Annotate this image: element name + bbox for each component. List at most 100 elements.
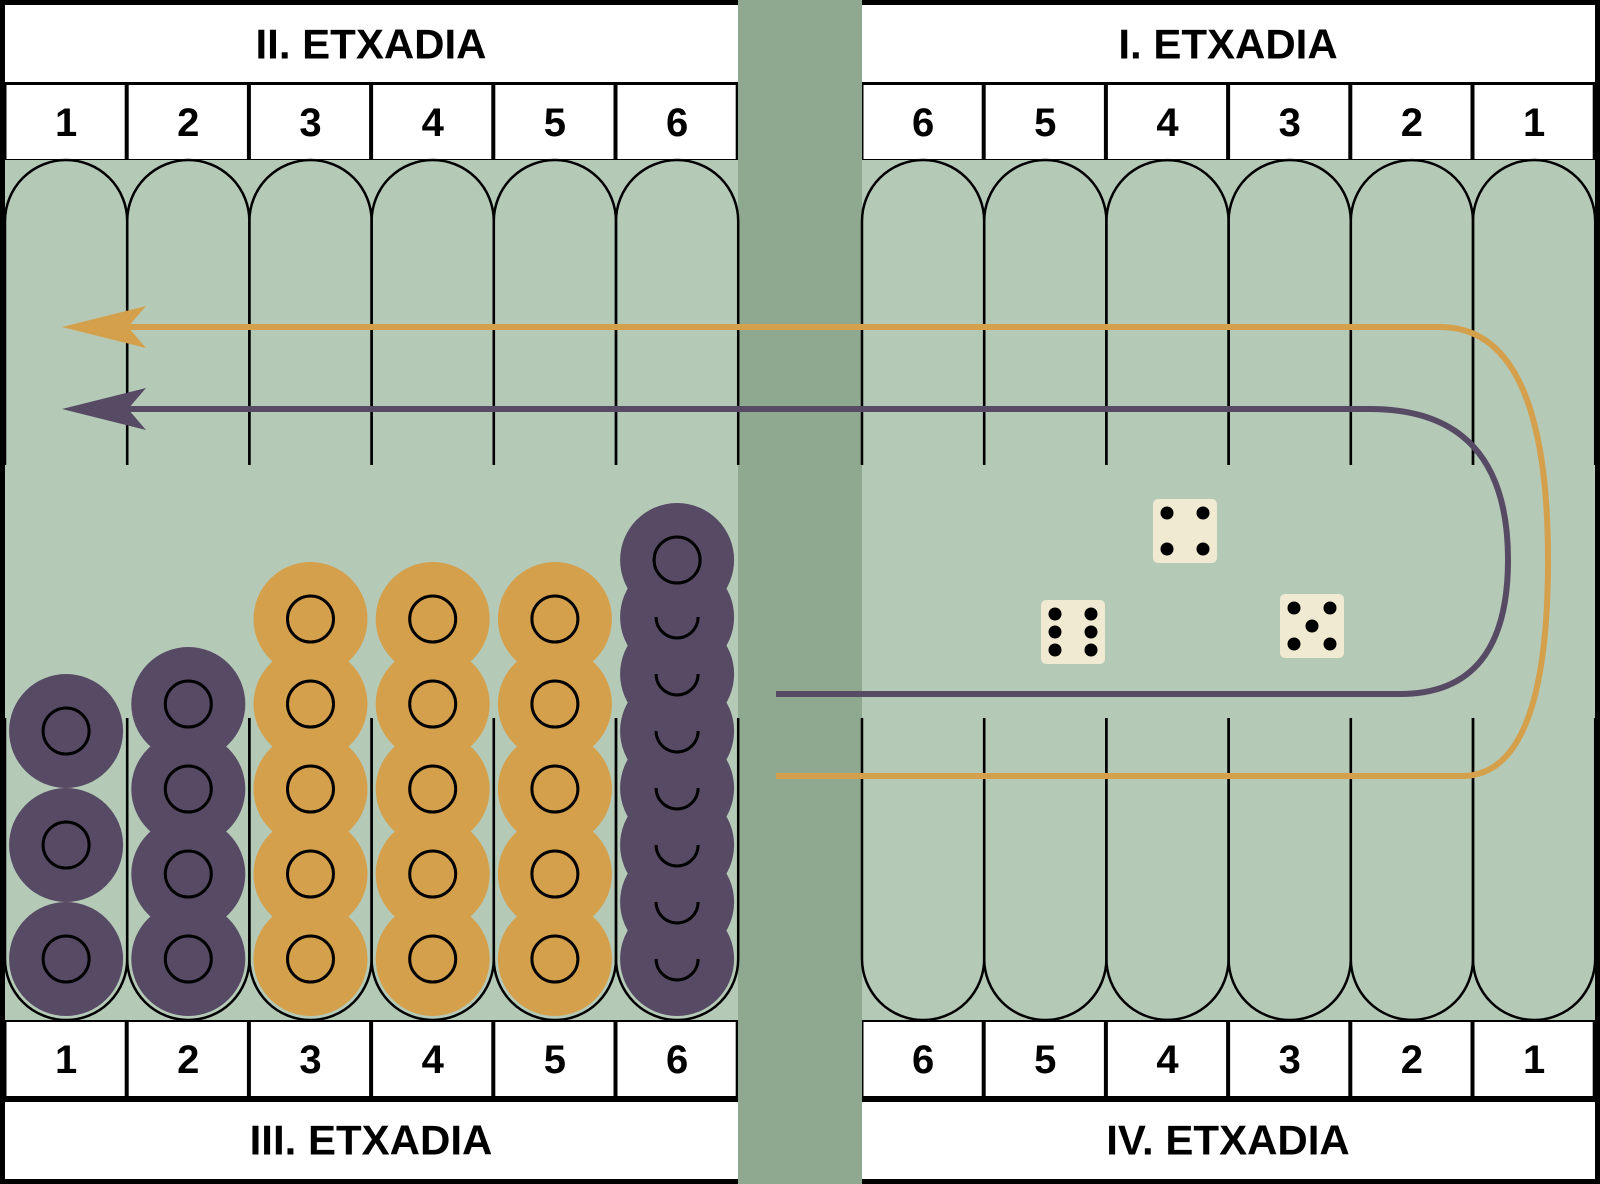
board-point-top[interactable] bbox=[370, 158, 496, 465]
board-point-top[interactable] bbox=[614, 158, 740, 465]
board-point-bottom[interactable] bbox=[125, 718, 251, 1022]
point-number-cell bbox=[495, 85, 614, 159]
point-number-cell bbox=[1107, 85, 1227, 159]
title-band-top-right bbox=[862, 5, 1595, 82]
point-number-label: 4 bbox=[422, 101, 445, 145]
board-point-bottom[interactable] bbox=[982, 718, 1108, 1022]
die-pip bbox=[1160, 542, 1174, 556]
purple-arrowhead-icon bbox=[62, 388, 146, 430]
orange-checker[interactable] bbox=[375, 902, 490, 1016]
purple-checker[interactable] bbox=[9, 788, 124, 902]
board-point-top[interactable] bbox=[248, 158, 373, 465]
point-number-cell bbox=[1352, 85, 1471, 159]
purple-checker[interactable] bbox=[9, 902, 124, 1016]
die-pip bbox=[1196, 542, 1210, 556]
point-number-cell bbox=[863, 1022, 982, 1096]
board-point-bottom[interactable] bbox=[1227, 718, 1353, 1022]
point-number-cell bbox=[495, 1022, 614, 1096]
purple-checker[interactable] bbox=[9, 674, 124, 788]
orange-checker[interactable] bbox=[253, 817, 368, 931]
point-number-cell bbox=[250, 85, 370, 159]
die-1[interactable] bbox=[1153, 499, 1217, 563]
orange-checker[interactable] bbox=[375, 817, 490, 931]
orange-checker[interactable] bbox=[497, 647, 612, 761]
board-point-top[interactable] bbox=[982, 158, 1108, 465]
point-number-label: 1 bbox=[55, 101, 77, 145]
orange-checker[interactable] bbox=[375, 562, 490, 676]
orange-checker[interactable] bbox=[497, 817, 612, 931]
point-number-cell bbox=[373, 1022, 492, 1096]
orange-checker[interactable] bbox=[375, 647, 490, 761]
point-number-cell bbox=[250, 1022, 370, 1096]
board-point-bottom[interactable] bbox=[1349, 718, 1475, 1022]
point-number-label: 3 bbox=[1279, 101, 1301, 145]
quadrant-title-ii: II. ETXADIA bbox=[255, 21, 486, 68]
purple-checker[interactable] bbox=[620, 503, 735, 617]
board-point-bottom[interactable] bbox=[1105, 718, 1230, 1022]
orange-checker[interactable] bbox=[375, 732, 490, 846]
point-number-cell bbox=[6, 1022, 125, 1096]
point-number-label: 4 bbox=[422, 1038, 445, 1082]
point-number-label: 6 bbox=[666, 1038, 688, 1082]
point-number-cell bbox=[1474, 1022, 1593, 1096]
die-pip bbox=[1084, 625, 1098, 639]
purple-checker[interactable] bbox=[131, 732, 246, 846]
orange-checker[interactable] bbox=[253, 902, 368, 1016]
die-pip bbox=[1323, 637, 1337, 651]
orange-checker[interactable] bbox=[497, 562, 612, 676]
board-point-top[interactable] bbox=[1227, 158, 1353, 465]
orange-checker[interactable] bbox=[253, 562, 368, 676]
board-point-bottom[interactable] bbox=[614, 718, 740, 1022]
orange-checker[interactable] bbox=[497, 902, 612, 1016]
point-number-cell bbox=[617, 85, 736, 159]
point-number-label: 5 bbox=[544, 1038, 566, 1082]
title-band-top-left bbox=[5, 5, 738, 82]
point-number-cell bbox=[128, 85, 247, 159]
board-point-top[interactable] bbox=[125, 158, 251, 465]
die-pip bbox=[1048, 607, 1062, 621]
point-number-cell bbox=[1107, 1022, 1227, 1096]
die-2[interactable] bbox=[1041, 600, 1105, 664]
die-pip bbox=[1287, 601, 1301, 615]
die-pip bbox=[1196, 506, 1210, 520]
point-number-cell bbox=[1230, 85, 1349, 159]
board-point-bottom[interactable] bbox=[3, 718, 129, 1022]
board-point-bottom[interactable] bbox=[860, 718, 986, 1022]
board-point-top[interactable] bbox=[1349, 158, 1475, 465]
purple-checker[interactable] bbox=[131, 817, 246, 931]
point-number-label: 5 bbox=[1034, 101, 1056, 145]
quadrant-title-iv: IV. ETXADIA bbox=[1106, 1117, 1350, 1164]
point-number-label: 1 bbox=[55, 1038, 77, 1082]
orange-movement-path bbox=[96, 324, 1552, 779]
point-number-label: 3 bbox=[299, 101, 321, 145]
die-pip bbox=[1084, 643, 1098, 657]
die-pip bbox=[1084, 607, 1098, 621]
die-3[interactable] bbox=[1280, 594, 1344, 658]
point-number-cell bbox=[128, 1022, 247, 1096]
board-point-bottom[interactable] bbox=[492, 718, 618, 1022]
point-number-label: 2 bbox=[177, 101, 199, 145]
point-number-label: 6 bbox=[912, 101, 934, 145]
orange-checker[interactable] bbox=[253, 647, 368, 761]
purple-checker[interactable] bbox=[131, 902, 246, 1016]
quadrant-title-i: I. ETXADIA bbox=[1118, 21, 1337, 68]
point-number-label: 6 bbox=[912, 1038, 934, 1082]
point-number-label: 2 bbox=[1401, 101, 1423, 145]
board-point-bottom[interactable] bbox=[1471, 718, 1597, 1022]
point-number-label: 5 bbox=[544, 101, 566, 145]
point-number-label: 6 bbox=[666, 101, 688, 145]
board-point-bottom[interactable] bbox=[370, 718, 496, 1022]
board-point-top[interactable] bbox=[860, 158, 986, 465]
point-number-label: 4 bbox=[1156, 101, 1179, 145]
purple-checker[interactable] bbox=[131, 647, 246, 761]
die-pip bbox=[1048, 643, 1062, 657]
board-point-top[interactable] bbox=[1471, 158, 1597, 465]
board-point-bottom[interactable] bbox=[248, 718, 373, 1022]
board-point-top[interactable] bbox=[492, 158, 618, 465]
point-number-label: 2 bbox=[177, 1038, 199, 1082]
board-point-top[interactable] bbox=[1105, 158, 1230, 465]
orange-checker[interactable] bbox=[497, 732, 612, 846]
die-pip bbox=[1305, 619, 1319, 633]
board-point-top[interactable] bbox=[3, 158, 129, 465]
orange-checker[interactable] bbox=[253, 732, 368, 846]
